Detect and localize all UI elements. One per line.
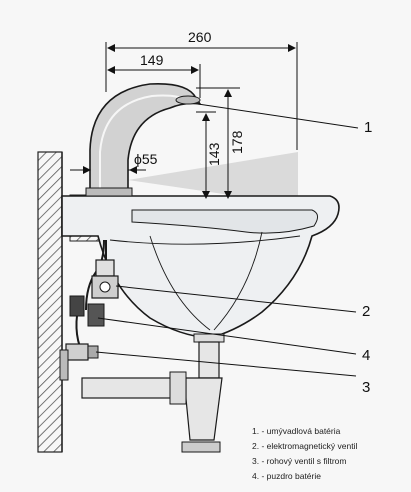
callout-4: 4: [362, 347, 370, 364]
legend-item-1: 1. - umývadlová batéria: [252, 426, 341, 436]
callout-3: 3: [362, 379, 370, 396]
wall: [37, 151, 63, 453]
dim-overall-width: 260: [188, 29, 212, 45]
legend: 1. - umývadlová batéria 2. - elektromagn…: [252, 426, 357, 481]
corner-valve: [59, 343, 99, 381]
dim-spout-top-height: 178: [229, 130, 245, 154]
legend-item-2: 2. - elektromagnetický ventil: [252, 441, 357, 451]
dim-spout-reach: 149: [140, 52, 164, 68]
legend-item-4: 4. - puzdro batérie: [252, 471, 321, 481]
dim-outlet-height: 143: [206, 142, 222, 166]
battery-housing: [69, 295, 105, 327]
sensor-beam: [128, 152, 298, 205]
dim-body-diameter: ϕ55: [134, 151, 158, 167]
callout-1: 1: [364, 119, 372, 136]
faucet: [85, 82, 202, 197]
siphon-trap: [81, 333, 225, 453]
legend-item-3: 3. - rohový ventil s filtrom: [252, 456, 346, 466]
solenoid-valve: [91, 259, 119, 299]
callout-2: 2: [362, 303, 370, 320]
callout-leaders: [95, 103, 359, 377]
